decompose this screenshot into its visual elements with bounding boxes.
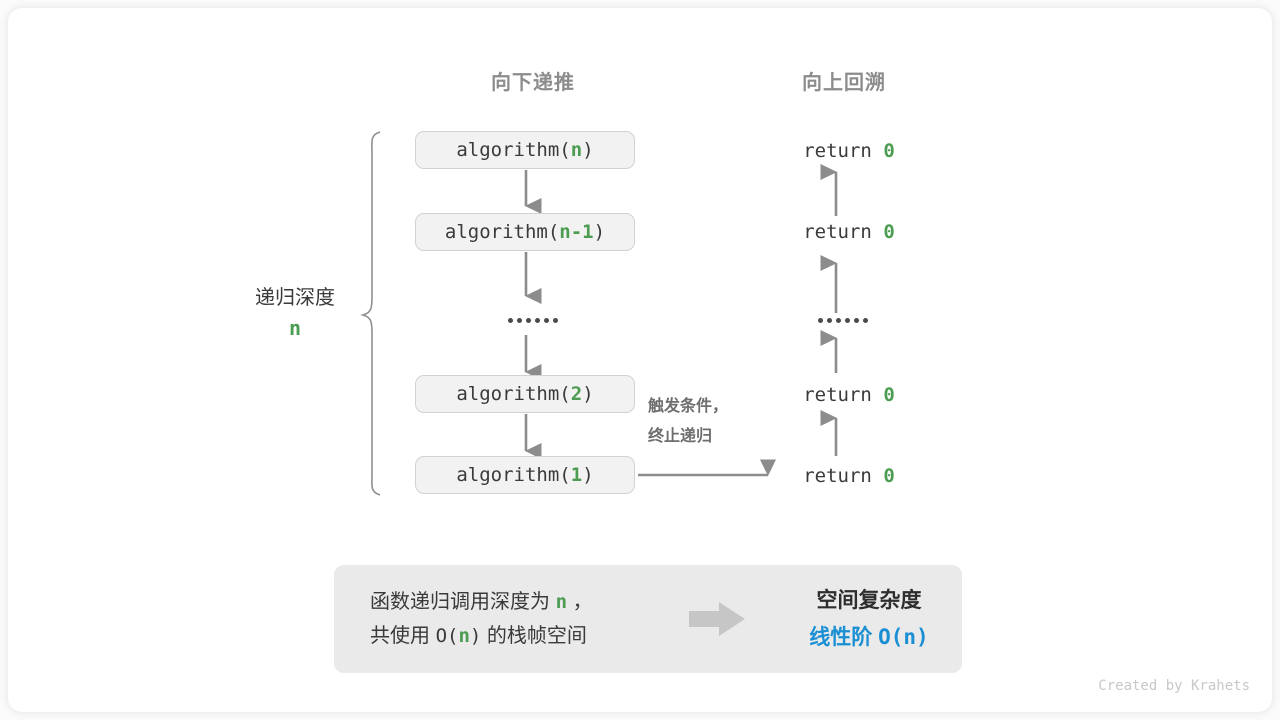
ellipsis-dot — [526, 318, 531, 323]
column-header-ascend: 向上回溯 — [802, 72, 886, 94]
ellipsis-dot — [845, 318, 850, 323]
right-block-arrow-icon — [689, 602, 745, 636]
column-header-descend: 向下递推 — [491, 72, 575, 94]
call-box-1[interactable]: algorithm(1) — [415, 456, 635, 494]
summary-line-1-text-a: 函数递归调用深度为 — [370, 591, 550, 613]
summary-line-2: 共使用 O(n) 的栈帧空间 — [370, 619, 593, 653]
call-box-n-minus-1-suffix: ) — [593, 221, 606, 243]
summary-description: 函数递归调用深度为 n ， 共使用 O(n) 的栈帧空间 — [370, 585, 593, 653]
recursion-depth-brace — [360, 131, 381, 496]
call-box-2-suffix: ) — [582, 383, 594, 405]
summary-conclusion-title: 空间复杂度 — [816, 589, 922, 612]
call-box-2-arg: 2 — [570, 383, 583, 405]
ellipsis-dot — [535, 318, 540, 323]
call-box-n-prefix: algorithm( — [456, 139, 571, 161]
return-label-2: return 0 — [784, 221, 914, 243]
summary-line-1-text-b: ， — [572, 591, 593, 613]
summary-line-2-close: ) — [469, 625, 482, 647]
call-box-n-minus-1-arg: n-1 — [559, 221, 594, 243]
ellipsis-dot — [544, 318, 549, 323]
return-label-3: return 0 — [784, 384, 914, 406]
ellipsis-dot — [863, 318, 868, 323]
summary-line-2-text-a: 共使用 — [370, 625, 430, 647]
summary-conclusion-value: 线性阶 O(n) — [774, 619, 964, 656]
call-box-1-suffix: ) — [582, 464, 594, 486]
return-keyword: return — [803, 465, 872, 487]
summary-conclusion: 空间复杂度 线性阶 O(n) — [774, 583, 964, 656]
return-value: 0 — [883, 140, 895, 162]
call-box-2-prefix: algorithm( — [456, 383, 571, 405]
diagram-card: 向下递推 向上回溯 — [8, 8, 1272, 712]
summary-conclusion-value-expr: O(n) — [878, 625, 929, 649]
call-box-2[interactable]: algorithm(2) — [415, 375, 635, 413]
summary-line-2-n: n — [458, 625, 470, 647]
ellipsis-dot — [836, 318, 841, 323]
summary-conclusion-value-text: 线性阶 — [809, 626, 873, 649]
recursion-depth-value: n — [288, 316, 302, 340]
ellipsis-dot — [818, 318, 823, 323]
recursion-depth-label: 递归深度 n — [230, 283, 360, 343]
recursion-depth-text: 递归深度 — [255, 287, 335, 309]
call-box-n-arg: n — [570, 139, 583, 161]
summary-line-1-n: n — [555, 591, 568, 613]
summary-panel: 函数递归调用深度为 n ， 共使用 O(n) 的栈帧空间 空间复杂度 线性阶 O… — [334, 565, 962, 673]
return-label-4: return 0 — [784, 465, 914, 487]
ellipsis-dot — [553, 318, 558, 323]
summary-line-2-o: O( — [435, 625, 459, 647]
summary-line-1: 函数递归调用深度为 n ， — [370, 585, 593, 619]
summary-line-2-text-b: 的栈帧空间 — [486, 625, 587, 647]
descend-ellipsis — [508, 318, 558, 323]
return-keyword: return — [803, 221, 872, 243]
ellipsis-dot — [827, 318, 832, 323]
call-box-n-minus-1-prefix: algorithm( — [444, 221, 560, 243]
ascend-ellipsis — [818, 318, 868, 323]
return-value: 0 — [883, 465, 895, 487]
credit-text: Created by Krahets — [1098, 678, 1250, 694]
ellipsis-dot — [517, 318, 522, 323]
return-keyword: return — [803, 384, 872, 406]
termination-note: 触发条件， 终止递归 — [648, 392, 728, 452]
call-box-1-arg: 1 — [570, 464, 583, 486]
ellipsis-dot — [854, 318, 859, 323]
call-box-n-suffix: ) — [582, 139, 594, 161]
return-label-1: return 0 — [784, 140, 914, 162]
return-value: 0 — [883, 221, 895, 243]
call-box-n-minus-1[interactable]: algorithm(n-1) — [415, 213, 635, 251]
termination-note-line1: 触发条件， — [648, 398, 729, 415]
termination-note-line2: 终止递归 — [648, 428, 713, 445]
ellipsis-dot — [508, 318, 513, 323]
return-value: 0 — [883, 384, 895, 406]
call-box-1-prefix: algorithm( — [456, 464, 571, 486]
call-box-n[interactable]: algorithm(n) — [415, 131, 635, 169]
return-keyword: return — [803, 140, 872, 162]
